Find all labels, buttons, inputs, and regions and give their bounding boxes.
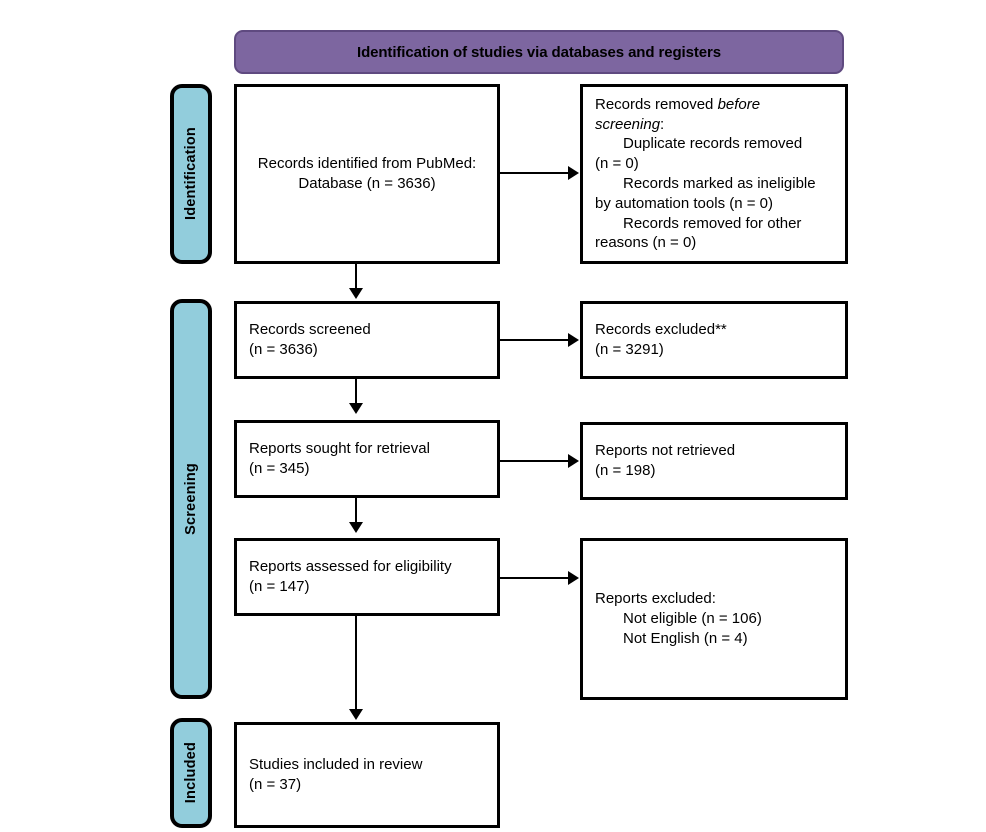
connector-screened-to-sought [355,379,357,405]
box-reports-excluded: Reports excluded: Not eligible (n = 106)… [580,538,848,700]
records-excluded-line-2: (n = 3291) [595,341,664,358]
records-identified-line-1: Records identified from PubMed: [257,155,477,173]
stage-pill-included: Included [170,718,212,828]
reports-not-retrieved-line-1: Reports not retrieved [595,442,736,460]
box-records-screened: Records screened (n = 3636) [234,301,500,379]
reports-excluded-line-1: Reports excluded: [595,590,716,608]
records-excluded-line-1: Records excluded** [595,321,727,339]
arrowhead-assessed-to-included [349,709,363,720]
records-removed-text-screening: screening [595,115,661,133]
connector-sought-to-assessed [355,498,357,524]
records-removed-line-7: Records removed for other [623,214,802,232]
connector-screened-to-excluded [500,339,569,341]
box-records-excluded: Records excluded** (n = 3291) [580,301,848,379]
stage-label-included: Included [183,742,199,804]
records-removed-text-before: before [717,95,761,113]
diagram-title: Identification of studies via databases … [357,43,721,61]
box-reports-not-retrieved: Reports not retrieved (n = 198) [580,422,848,500]
stage-label-screening: Screening [183,463,199,535]
box-records-identified: Records identified from PubMed: Database… [234,84,500,264]
connector-assessed-to-included [355,616,357,711]
connector-identified-to-removed [500,172,569,174]
box-reports-assessed: Reports assessed for eligibility (n = 14… [234,538,500,616]
records-removed-line-5: Records marked as ineligible [623,175,816,192]
reports-sought-line-1: Reports sought for retrieval [249,440,430,458]
reports-excluded-line-3: Not English (n = 4) [623,629,748,647]
stage-pill-identification: Identification [170,84,212,264]
arrowhead-identified-to-screened [349,288,363,299]
connector-assessed-to-reports-excluded [500,577,569,579]
records-removed-line-6: by automation tools (n = 0) [595,194,774,212]
reports-sought-line-2: (n = 345) [249,460,310,477]
connector-identified-to-screened [355,264,357,290]
arrowhead-screened-to-excluded [568,333,579,347]
records-removed-text-a: Records removed [595,95,718,113]
reports-assessed-line-2: (n = 147) [249,578,310,595]
records-removed-line-3: Duplicate records removed [623,135,803,153]
arrowhead-sought-to-assessed [349,522,363,533]
diagram-header-banner: Identification of studies via databases … [234,30,844,74]
reports-not-retrieved-line-2: (n = 198) [595,462,656,479]
studies-included-line-2: (n = 37) [249,776,302,793]
records-removed-text-colon: : [660,115,665,133]
box-records-removed-before-screening: Records removed before screening: Duplic… [580,84,848,264]
box-studies-included: Studies included in review (n = 37) [234,722,500,828]
arrowhead-screened-to-sought [349,403,363,414]
records-removed-line-8: reasons (n = 0) [595,234,697,252]
arrowhead-identified-to-removed [568,166,579,180]
records-removed-line-4: (n = 0) [595,155,639,173]
connector-sought-to-not-retrieved [500,460,569,462]
records-screened-line-1: Records screened [249,321,371,339]
reports-excluded-line-2: Not eligible (n = 106) [623,610,762,628]
reports-assessed-line-1: Reports assessed for eligibility [249,558,452,576]
records-identified-line-2: Database (n = 3636) [298,175,436,192]
records-removed-line-1: Records removed before [595,95,833,115]
arrowhead-sought-to-not-retrieved [568,454,579,468]
arrowhead-assessed-to-reports-excluded [568,571,579,585]
box-reports-sought: Reports sought for retrieval (n = 345) [234,420,500,498]
studies-included-line-1: Studies included in review [249,756,423,774]
stage-label-identification: Identification [183,127,199,221]
records-screened-line-2: (n = 3636) [249,341,318,358]
records-removed-line-2: screening: [595,115,833,135]
stage-pill-screening: Screening [170,299,212,699]
